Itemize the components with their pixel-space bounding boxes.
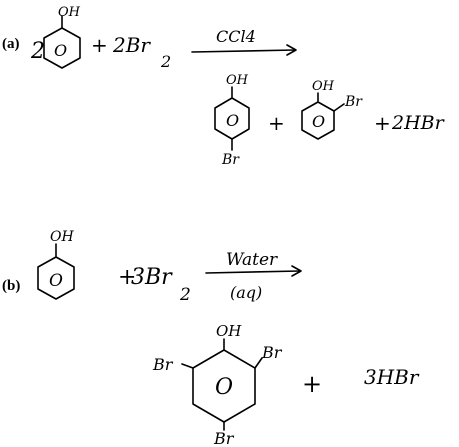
bromine-subscript: 2 [179, 285, 191, 305]
arrow-head [286, 44, 297, 56]
reaction-a-label: (a) [2, 36, 20, 52]
oh-group: OH [312, 79, 335, 94]
ortho-bromophenol: OH O Br [301, 79, 363, 140]
plus-sign: + [374, 111, 391, 135]
ring-center-label: O [54, 41, 67, 60]
br-substituent-left: Br [152, 355, 174, 374]
reaction-arrow-b: Water (aq) [205, 250, 302, 302]
plus-sign: + [118, 265, 136, 290]
br-substituent-bottom: Br [213, 429, 235, 447]
condition-ccl4: CCl4 [216, 27, 256, 46]
ring-center-label: O [312, 112, 325, 131]
arrow-head [291, 265, 302, 277]
condition-water: Water [226, 250, 278, 270]
para-bromophenol: OH O Br [214, 73, 250, 168]
arrow-shaft [205, 270, 301, 274]
plus-sign: + [268, 111, 285, 135]
reaction-a: (a) 2 O OH + 2Br 2 CCl4 OH O Br + [2, 5, 446, 168]
tribromophenol: OH O Br Br Br [152, 322, 283, 447]
hbr-product: 2HBr [391, 112, 446, 134]
reaction-b-label: (b) [2, 278, 20, 294]
br-bond-left [181, 363, 194, 369]
br-substituent: Br [221, 152, 240, 168]
phenol-structure-b: OH O [37, 229, 75, 300]
plus-sign: + [91, 33, 108, 57]
br-substituent-right: Br [261, 343, 283, 362]
br-bond [333, 103, 345, 112]
reaction-arrow-a: CCl4 [191, 27, 297, 56]
phenol-coefficient: 2 [30, 39, 45, 64]
bromine-subscript: 2 [160, 52, 171, 71]
arrow-shaft [191, 49, 296, 53]
bromine-reagent: 2Br [112, 33, 151, 57]
br-substituent: Br [344, 94, 363, 110]
oh-group: OH [58, 5, 81, 20]
plus-sign: + [302, 370, 322, 398]
ring-center-label: O [49, 271, 63, 291]
ring-center-label: O [226, 111, 239, 130]
condition-aqueous: (aq) [230, 283, 262, 302]
phenol-structure-a: O OH [43, 5, 81, 69]
oh-group: OH [216, 322, 242, 340]
benzene-ring [43, 27, 81, 69]
oh-group: OH [226, 73, 249, 88]
reaction-b: (b) OH O + 3Br 2 Water (aq) OH O Br Br [2, 229, 420, 447]
benzene-ring [37, 256, 75, 300]
bromine-reagent: 3Br [131, 265, 173, 290]
hbr-product: 3HBr [364, 365, 420, 389]
br-bond-right [254, 357, 263, 369]
ring-center-label: O [215, 375, 233, 400]
oh-group: OH [50, 229, 74, 245]
